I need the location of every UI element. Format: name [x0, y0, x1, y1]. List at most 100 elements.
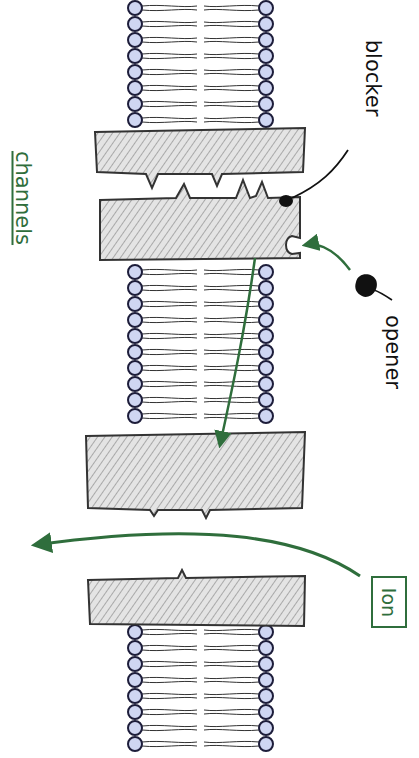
lipid-tail — [142, 741, 197, 746]
lipid-tail — [142, 365, 197, 370]
lipid-head — [128, 65, 142, 79]
lipid-head — [259, 281, 273, 295]
lipid-tail — [204, 317, 259, 322]
leader-line — [374, 290, 392, 300]
lipid-head — [259, 297, 273, 311]
lipid-head — [128, 97, 142, 111]
lipid-tail — [204, 413, 259, 418]
lipid-head — [128, 377, 142, 391]
lipid-head — [128, 33, 142, 47]
binding-arrow — [305, 244, 350, 270]
lipid-tail — [142, 117, 197, 122]
ion-label: Ion — [380, 587, 399, 616]
lipid-tail — [204, 37, 259, 42]
opener-label: opener — [382, 315, 403, 389]
lipid-bilayer — [128, 1, 273, 751]
lipid-tail — [142, 629, 197, 634]
lipid-tail — [204, 709, 259, 714]
lipid-head — [128, 737, 142, 751]
lipid-tail — [142, 397, 197, 402]
lipid-head — [128, 721, 142, 735]
lipid-head — [259, 81, 273, 95]
lipid-tail — [142, 21, 197, 26]
lipid-tail — [204, 349, 259, 354]
lipid-tail — [142, 317, 197, 322]
lipid-tail — [142, 69, 197, 74]
lipid-head — [259, 737, 273, 751]
lipid-head — [259, 17, 273, 31]
lipid-head — [128, 113, 142, 127]
lipid-head — [259, 673, 273, 687]
lipid-tail — [204, 661, 259, 666]
lipid-head — [128, 345, 142, 359]
lipid-tail — [204, 301, 259, 306]
blocker-symbol — [279, 150, 348, 207]
lipid-head — [259, 721, 273, 735]
ion-box: Ion — [371, 576, 407, 628]
channels-label: channels — [12, 151, 33, 245]
lipid-head — [259, 361, 273, 375]
lipid-tail — [142, 301, 197, 306]
lipid-tail — [204, 741, 259, 746]
lipid-head — [128, 689, 142, 703]
lipid-head — [259, 409, 273, 423]
lipid-head — [259, 1, 273, 15]
lipid-tail — [204, 101, 259, 106]
lipid-head — [259, 393, 273, 407]
lipid-tail — [204, 725, 259, 730]
lipid-tail — [142, 349, 197, 354]
lipid-tail — [204, 397, 259, 402]
lipid-tail — [142, 333, 197, 338]
lipid-tail — [142, 677, 197, 682]
lipid-head — [128, 657, 142, 671]
blocker-label: blocker — [362, 40, 383, 117]
lipid-tail — [142, 413, 197, 418]
lipid-tail — [142, 661, 197, 666]
lipid-head — [128, 361, 142, 375]
lipid-tail — [142, 37, 197, 42]
lipid-head — [128, 49, 142, 63]
lipid-head — [259, 689, 273, 703]
protein-block — [88, 570, 305, 626]
blocker-dot — [279, 195, 293, 207]
protein-block — [86, 432, 305, 518]
lipid-tail — [142, 709, 197, 714]
lipid-tail — [204, 677, 259, 682]
lipid-head — [259, 625, 273, 639]
leader-line — [292, 150, 348, 198]
lipid-head — [128, 329, 142, 343]
lipid-head — [128, 281, 142, 295]
lipid-tail — [204, 117, 259, 122]
opener-blob — [355, 274, 377, 297]
lipid-head — [128, 81, 142, 95]
lipid-head — [128, 297, 142, 311]
lipid-head — [259, 705, 273, 719]
lipid-tail — [142, 381, 197, 386]
opener-symbol — [305, 244, 392, 300]
lipid-head — [128, 17, 142, 31]
lipid-head — [128, 313, 142, 327]
lipid-tail — [142, 85, 197, 90]
lipid-head — [259, 113, 273, 127]
lipid-head — [259, 657, 273, 671]
lipid-tail — [204, 645, 259, 650]
lipid-tail — [142, 285, 197, 290]
lipid-tail — [142, 101, 197, 106]
lipid-tail — [204, 629, 259, 634]
lipid-tail — [204, 333, 259, 338]
lipid-tail — [142, 645, 197, 650]
lipid-tail — [142, 693, 197, 698]
lipid-tail — [204, 85, 259, 90]
lipid-tail — [204, 5, 259, 10]
protein-block — [100, 180, 300, 260]
protein-block — [95, 128, 305, 188]
lipid-head — [259, 97, 273, 111]
lipid-head — [259, 313, 273, 327]
lipid-head — [128, 265, 142, 279]
lipid-head — [259, 265, 273, 279]
lipid-tail — [142, 725, 197, 730]
lipid-tail — [142, 53, 197, 58]
lipid-head — [128, 641, 142, 655]
lipid-head — [259, 329, 273, 343]
